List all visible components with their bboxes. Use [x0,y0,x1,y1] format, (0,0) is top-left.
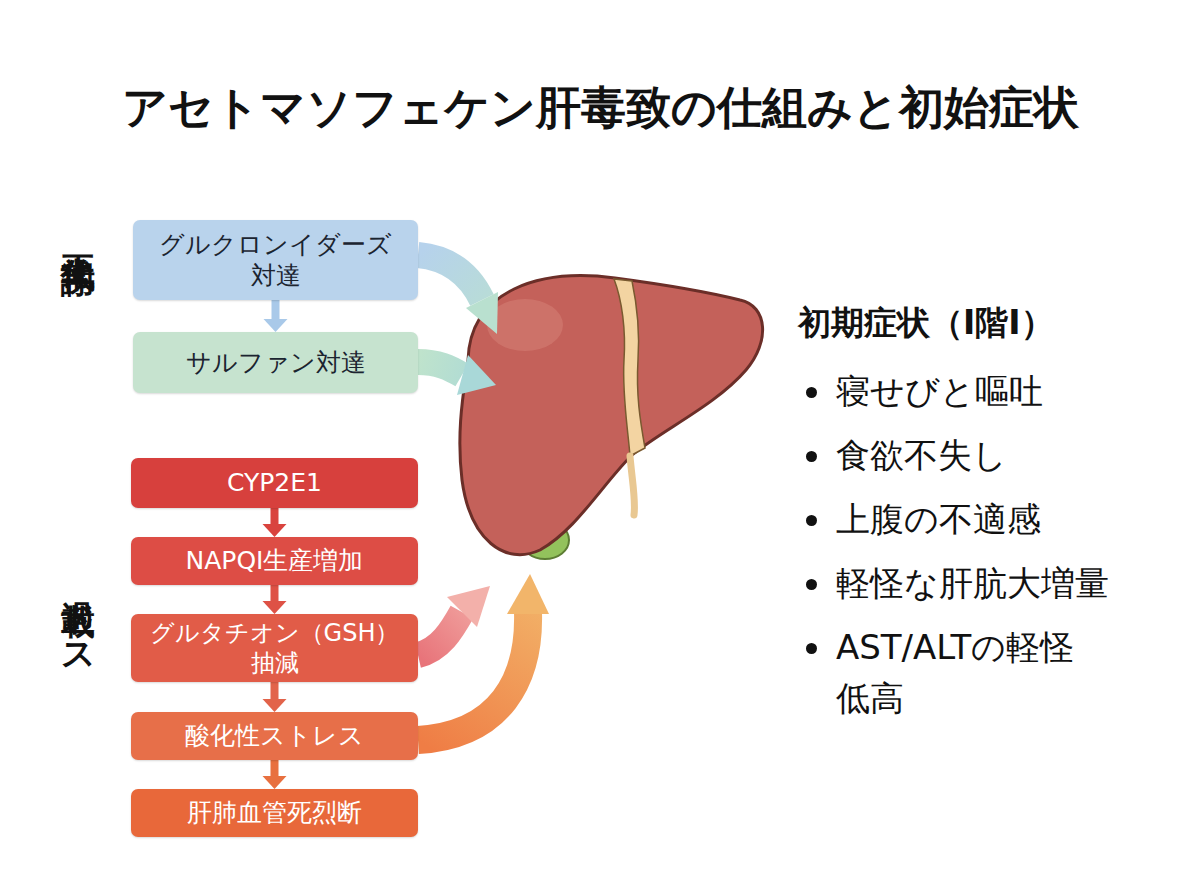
process-box: CYP2E1 [131,458,418,508]
symptom-item: AST/ALTの軽怪 低高 [836,622,1136,724]
flow-connector [263,508,287,537]
connector-head [263,601,287,614]
symptom-item: 軽怪な肝肮大増量 [836,558,1176,609]
connector-head [264,319,288,332]
falciform-ligament [614,279,645,456]
bullet-dot [806,643,817,654]
node-text: サルファン対達 [186,347,366,378]
process-box: グルクロンイダーズ 対達 [133,220,418,300]
arrow-head [507,574,549,614]
arrow-head [447,586,490,627]
arrow-head [466,292,498,334]
process-box: サルファン対達 [133,332,418,393]
symptom-heading: 初期症状（I階I） [798,298,1178,348]
node-text: 酸化性ストレス [185,720,364,751]
flow-connector [263,585,287,614]
connector-shaft [271,760,279,776]
connector-shaft [271,585,279,601]
process-box: 酸化性ストレス [131,712,418,760]
liver-highlight [487,299,563,351]
arrow-head [457,355,496,395]
flow-connector [263,760,287,789]
flow-arrow [418,362,462,375]
connector-head [263,776,287,789]
bullet-dot [806,451,817,462]
bullet-dot [806,387,817,398]
liver-shape [460,276,763,555]
section-label: 過載ドス [58,575,99,661]
symptom-item: 上腹の不適感 [836,494,1176,545]
symptom-item: 食欲不失し [836,430,1176,481]
connector-shaft [271,508,279,524]
connector-shaft [272,300,280,319]
process-box: グルタチオン（GSH） 抽減 [131,614,418,682]
bullet-dot [806,579,817,590]
flow-arrow [418,255,482,300]
connector-head [263,524,287,537]
node-text: 肝肺血管死烈断 [187,797,362,828]
flow-connector [264,300,288,332]
bullet-dot [806,515,817,526]
process-box: 肝肺血管死烈断 [131,789,418,837]
node-text: グルクロンイダーズ 対達 [141,229,410,292]
symptom-item: 寝せびと嘔吐 [836,366,1176,417]
node-text: NAPQI生産増加 [186,545,364,576]
section-label: 正常代謝 [58,228,99,236]
node-text: グルタチオン（GSH） 抽減 [139,618,410,678]
connector-head [263,699,287,712]
process-box: NAPQI生産増加 [131,537,418,585]
ligament-tail [630,456,635,515]
node-text: CYP2E1 [227,467,322,498]
flow-connector [263,682,287,712]
connector-shaft [271,682,279,699]
diagram-title: アセトマソフェケン肝毒致の仕組みと初始症状 [0,78,1200,138]
flow-arrow [418,612,528,740]
flow-arrow [418,612,462,655]
